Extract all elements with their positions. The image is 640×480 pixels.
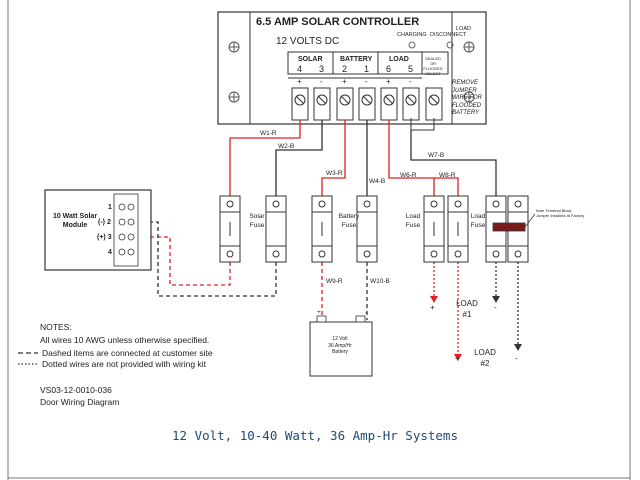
jumper-leader-line bbox=[524, 213, 536, 228]
sealed-flooded-select-label: SEALED OR FLOODED SELECT bbox=[423, 56, 443, 76]
notes-heading: NOTES: bbox=[40, 322, 72, 332]
wire-label-w8-r: W8-R bbox=[439, 172, 456, 179]
terminal-number: 1 bbox=[364, 64, 370, 74]
battery-pos-post bbox=[316, 315, 327, 323]
notes-line-1: All wires 10 AWG unless otherwise specif… bbox=[40, 335, 210, 345]
battery-fuse-holder-right bbox=[356, 195, 378, 263]
terminal-number: 5 bbox=[408, 64, 414, 74]
solar-pin-4: 4 bbox=[108, 249, 112, 256]
doc-id: VS03-12-0010-036 bbox=[40, 385, 112, 395]
controller-title: 6.5 AMP SOLAR CONTROLLER bbox=[256, 16, 420, 28]
arrow-down-icon bbox=[492, 296, 500, 303]
load2-fuse-label: Load Fuse bbox=[470, 213, 486, 229]
terminal-jumper-bar bbox=[492, 222, 526, 232]
wire-label-w6-r: W6-R bbox=[400, 172, 417, 179]
load1-plus: + bbox=[430, 303, 435, 312]
load-disconnect-label-2: DISCONNECT bbox=[430, 32, 467, 38]
terminal-sign: - bbox=[365, 77, 368, 86]
arrow-down-icon bbox=[514, 344, 522, 351]
controller-voltage: 12 VOLTS DC bbox=[276, 36, 340, 47]
solar-module-box bbox=[44, 189, 152, 271]
jumper-installed-note: Note Terminal Block Jumper Installed at … bbox=[536, 208, 585, 218]
load1-fuse-label: Load Fuse bbox=[405, 213, 421, 229]
solar-pin-3: (+) 3 bbox=[97, 234, 112, 241]
wire-w6-r bbox=[388, 120, 435, 196]
wire-label-w2-b: W2-B bbox=[278, 143, 295, 150]
wire-label-w4-b: W4-B bbox=[369, 178, 386, 185]
wire-label-w9-r: W9-R bbox=[326, 278, 343, 285]
solar-terminal-block bbox=[113, 193, 139, 267]
wire-w7-b bbox=[410, 130, 497, 196]
load-disconnect-label-1: LOAD bbox=[456, 26, 471, 32]
solar-fuse-label: Solar Fuse bbox=[249, 213, 265, 229]
wire-w2-b bbox=[275, 120, 323, 196]
solar-pos-dashed-wire bbox=[137, 236, 231, 286]
solar-module-label: 10 Watt Solar Module bbox=[52, 213, 98, 229]
solar-fuse-holder-left bbox=[219, 195, 241, 263]
load1-number: #1 bbox=[462, 310, 472, 319]
charging-label: CHARGING bbox=[397, 32, 427, 38]
battery-pos-sign: + bbox=[317, 309, 321, 316]
terminal-number: 4 bbox=[297, 64, 303, 74]
load2-minus: - bbox=[515, 354, 518, 363]
battery-box bbox=[309, 321, 373, 377]
terminal-number: 6 bbox=[386, 64, 392, 74]
wire-label-w10-b: W10-B bbox=[370, 278, 390, 285]
solar-fuse-holder-right bbox=[265, 195, 287, 263]
wire-w8-r bbox=[434, 177, 459, 196]
load2-label: LOAD bbox=[474, 348, 496, 357]
notes-line-3: Dotted wires are not provided with wirin… bbox=[42, 359, 206, 369]
wire-w1-r bbox=[229, 120, 301, 196]
load-arrows bbox=[430, 296, 522, 361]
terminal-group-load: LOAD bbox=[389, 56, 409, 63]
solar-pin-1: 1 bbox=[108, 204, 112, 211]
load1-label: LOAD bbox=[456, 299, 478, 308]
wire-label-w3-r: W3-R bbox=[326, 170, 343, 177]
battery-fuse-label: Battery Fuse bbox=[338, 213, 360, 229]
wire-label-w7-b: W7-B bbox=[428, 152, 445, 159]
solar-pin-2: (-) 2 bbox=[98, 219, 111, 226]
terminal-sign: - bbox=[409, 77, 412, 86]
terminal-sign: + bbox=[386, 77, 391, 86]
load-disconnect-led-icon bbox=[446, 41, 454, 49]
arrow-down-icon bbox=[454, 354, 462, 361]
doc-name: Door Wiring Diagram bbox=[40, 397, 120, 407]
solar-controller bbox=[217, 11, 487, 125]
battery-neg-sign: - bbox=[365, 309, 368, 316]
battery-fuse-holder-left bbox=[311, 195, 333, 263]
terminal-number: 3 bbox=[319, 64, 325, 74]
load2-number: #2 bbox=[480, 359, 490, 368]
load1-minus: - bbox=[494, 303, 497, 312]
remove-jumper-note: REMOVE JUMPER WIRE FOR FLOODED BATTERY bbox=[452, 80, 482, 116]
load1-fuse-holder bbox=[423, 195, 445, 263]
battery-label: 12 Volt 36 Amp/Hr Battery bbox=[328, 336, 352, 355]
terminal-group-solar: SOLAR bbox=[298, 56, 323, 63]
battery-neg-post bbox=[355, 315, 366, 323]
solar-neg-dashed-wire bbox=[137, 221, 277, 297]
wire-label-w1-r: W1-R bbox=[260, 130, 277, 137]
wires bbox=[137, 120, 519, 356]
load2-fuse-holder bbox=[447, 195, 469, 263]
page-title: 12 Volt, 10-40 Watt, 36 Amp-Hr Systems bbox=[172, 428, 458, 443]
terminal-sign: + bbox=[342, 77, 347, 86]
terminal-sign: - bbox=[320, 77, 323, 86]
charging-led-icon bbox=[408, 41, 416, 49]
jumper-wire bbox=[410, 118, 435, 131]
arrow-down-icon bbox=[430, 296, 438, 303]
terminal-sign: + bbox=[297, 77, 302, 86]
terminal-group-battery: BATTERY bbox=[340, 56, 373, 63]
terminal-number: 2 bbox=[342, 64, 348, 74]
load2-plus: + bbox=[455, 354, 460, 363]
notes-line-2: Dashed items are connected at customer s… bbox=[42, 348, 213, 358]
wire-w3-r bbox=[321, 120, 346, 196]
